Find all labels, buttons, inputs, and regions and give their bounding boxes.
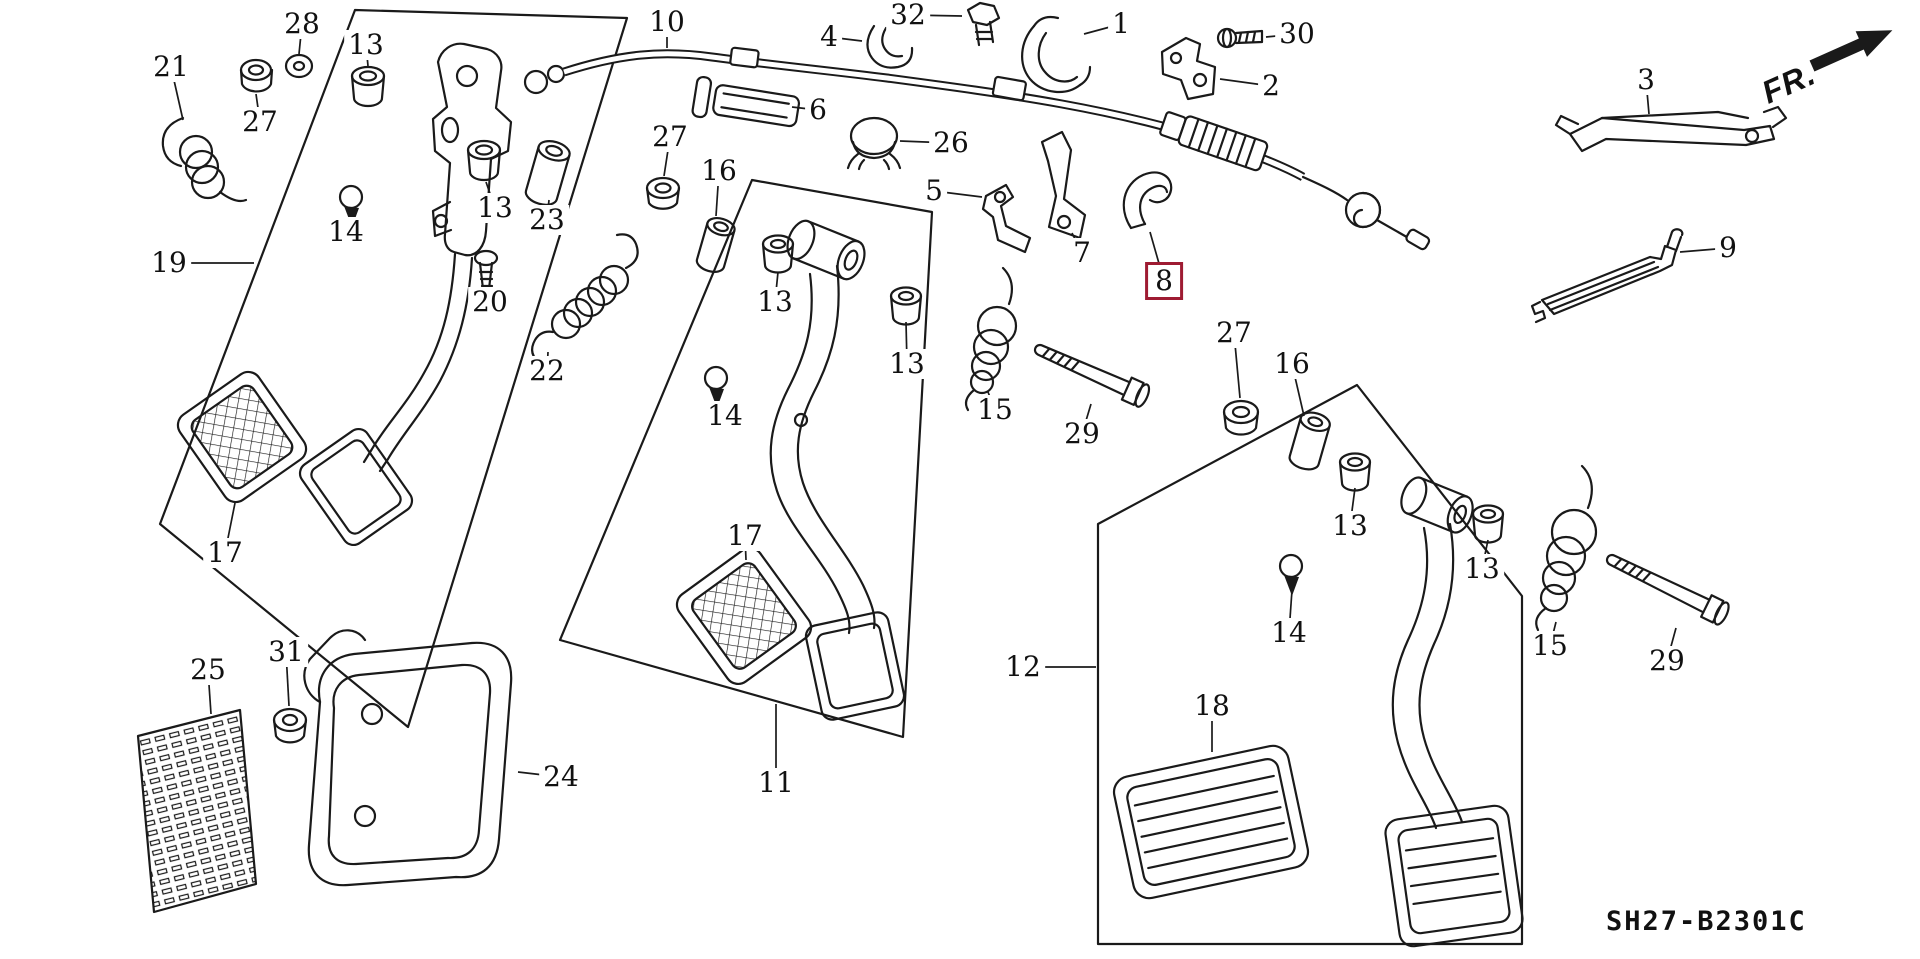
part-callout[interactable]: 11	[754, 768, 798, 798]
part-callout[interactable]: 13	[473, 193, 517, 223]
brake-pedal	[769, 219, 906, 721]
bushing-13-b	[466, 139, 502, 182]
pedal-pad-18	[1112, 744, 1310, 900]
clip-4	[866, 24, 914, 69]
spring-21	[161, 116, 248, 203]
part-callout[interactable]: 14	[703, 401, 747, 431]
part-callout[interactable]: 27	[648, 122, 692, 152]
fr-arrow-icon	[1809, 30, 1893, 72]
throttle-cable	[523, 46, 1431, 251]
spring-22	[530, 233, 639, 366]
part-callout[interactable]: 20	[468, 287, 512, 317]
part-callout[interactable]: 12	[1001, 652, 1045, 682]
part-callout[interactable]: 32	[886, 0, 930, 30]
part-callout[interactable]: 26	[929, 128, 973, 158]
bracket-7	[1040, 130, 1087, 240]
part-callout[interactable]: 9	[1715, 233, 1741, 263]
nut-31	[272, 707, 308, 744]
part-callout[interactable]: 1	[1108, 9, 1134, 39]
part-callout[interactable]: 2	[1258, 71, 1284, 101]
spring-15-b	[1535, 464, 1598, 632]
part-callout[interactable]: 4	[816, 22, 842, 52]
part-callout[interactable]: 7	[1069, 238, 1095, 268]
bushing-13-d	[889, 286, 923, 326]
part-callout[interactable]: 23	[525, 205, 569, 235]
screw-20	[473, 249, 499, 291]
part-callout[interactable]: 25	[186, 655, 230, 685]
pin-14-b	[703, 365, 729, 408]
part-callout[interactable]: 31	[264, 637, 308, 667]
bracket-9	[1530, 228, 1684, 324]
assembly-outline-boxes	[158, 8, 1524, 946]
pin-14-a	[338, 184, 364, 227]
cable-clamp-1	[1021, 15, 1092, 93]
rod-3	[1554, 105, 1788, 153]
stopper-26	[846, 116, 902, 171]
part-callout[interactable]: 13	[753, 287, 797, 317]
nut-27-left	[239, 58, 274, 93]
part-callout[interactable]: 15	[1528, 631, 1572, 661]
nut-27-right	[1222, 399, 1260, 436]
spring-15-a	[964, 266, 1018, 412]
clutch-pedal	[298, 42, 513, 547]
collar-16-b	[1288, 411, 1331, 471]
part-callout[interactable]: 14	[1267, 618, 1311, 648]
part-callout[interactable]: 27	[1212, 318, 1256, 348]
bracket-5	[981, 183, 1032, 254]
bolt-32	[966, 1, 1001, 47]
part-callout[interactable]: 16	[697, 156, 741, 186]
clutch-pedal-pad-17	[176, 370, 308, 504]
part-callout[interactable]: 29	[1060, 419, 1104, 449]
part-callout[interactable]: 19	[147, 248, 191, 278]
part-callout[interactable]: 15	[973, 395, 1017, 425]
part-callout[interactable]: 13	[885, 349, 929, 379]
part-callout[interactable]: 6	[805, 95, 831, 125]
bolt-29-a	[1033, 343, 1151, 408]
part-callout[interactable]: 13	[1328, 511, 1372, 541]
cable-adjuster	[1159, 111, 1269, 172]
bolt-29-b	[1605, 553, 1730, 626]
accelerator-pedal	[1384, 476, 1524, 948]
bracket-2	[1160, 36, 1217, 101]
nut-27-center	[645, 176, 681, 210]
part-callout[interactable]: 17	[723, 521, 767, 551]
part-callout[interactable]: 28	[280, 9, 324, 39]
diagram-code: SH27-B2301C	[1606, 906, 1807, 937]
part-callout[interactable]: 10	[645, 7, 689, 37]
insulator-cover-25	[136, 708, 258, 914]
part-callout[interactable]: 14	[324, 217, 368, 247]
part-callout[interactable]: 27	[238, 107, 282, 137]
screw-30	[1216, 27, 1264, 49]
part-callout[interactable]: 30	[1275, 19, 1319, 49]
part-callout[interactable]: 24	[539, 762, 583, 792]
bushing-13-f	[1471, 504, 1505, 544]
bushing-13-a	[350, 65, 386, 108]
part-callout[interactable]: 29	[1645, 646, 1689, 676]
bushing-13-e	[1338, 452, 1372, 492]
collar-16-a	[695, 216, 736, 273]
part-callout[interactable]: 18	[1190, 691, 1234, 721]
clip-6	[691, 75, 801, 128]
part-callout[interactable]: 13	[1460, 554, 1504, 584]
part-callout[interactable]: 5	[921, 176, 947, 206]
collar-23	[524, 140, 571, 206]
part-callout[interactable]: 3	[1633, 65, 1659, 95]
part-callout[interactable]: 13	[344, 30, 388, 60]
washer-28	[284, 53, 314, 79]
part-callout[interactable]: 21	[149, 52, 193, 82]
part-callout[interactable]: 17	[203, 538, 247, 568]
part-callout[interactable]: 22	[525, 356, 569, 386]
footrest-cover-24	[303, 629, 513, 887]
part-callout[interactable]: 16	[1270, 349, 1314, 379]
part-callout-selected[interactable]: 8	[1145, 262, 1183, 300]
pin-14-c	[1278, 553, 1304, 596]
clip-8	[1122, 171, 1173, 230]
brake-pedal-pad-17	[675, 546, 813, 686]
